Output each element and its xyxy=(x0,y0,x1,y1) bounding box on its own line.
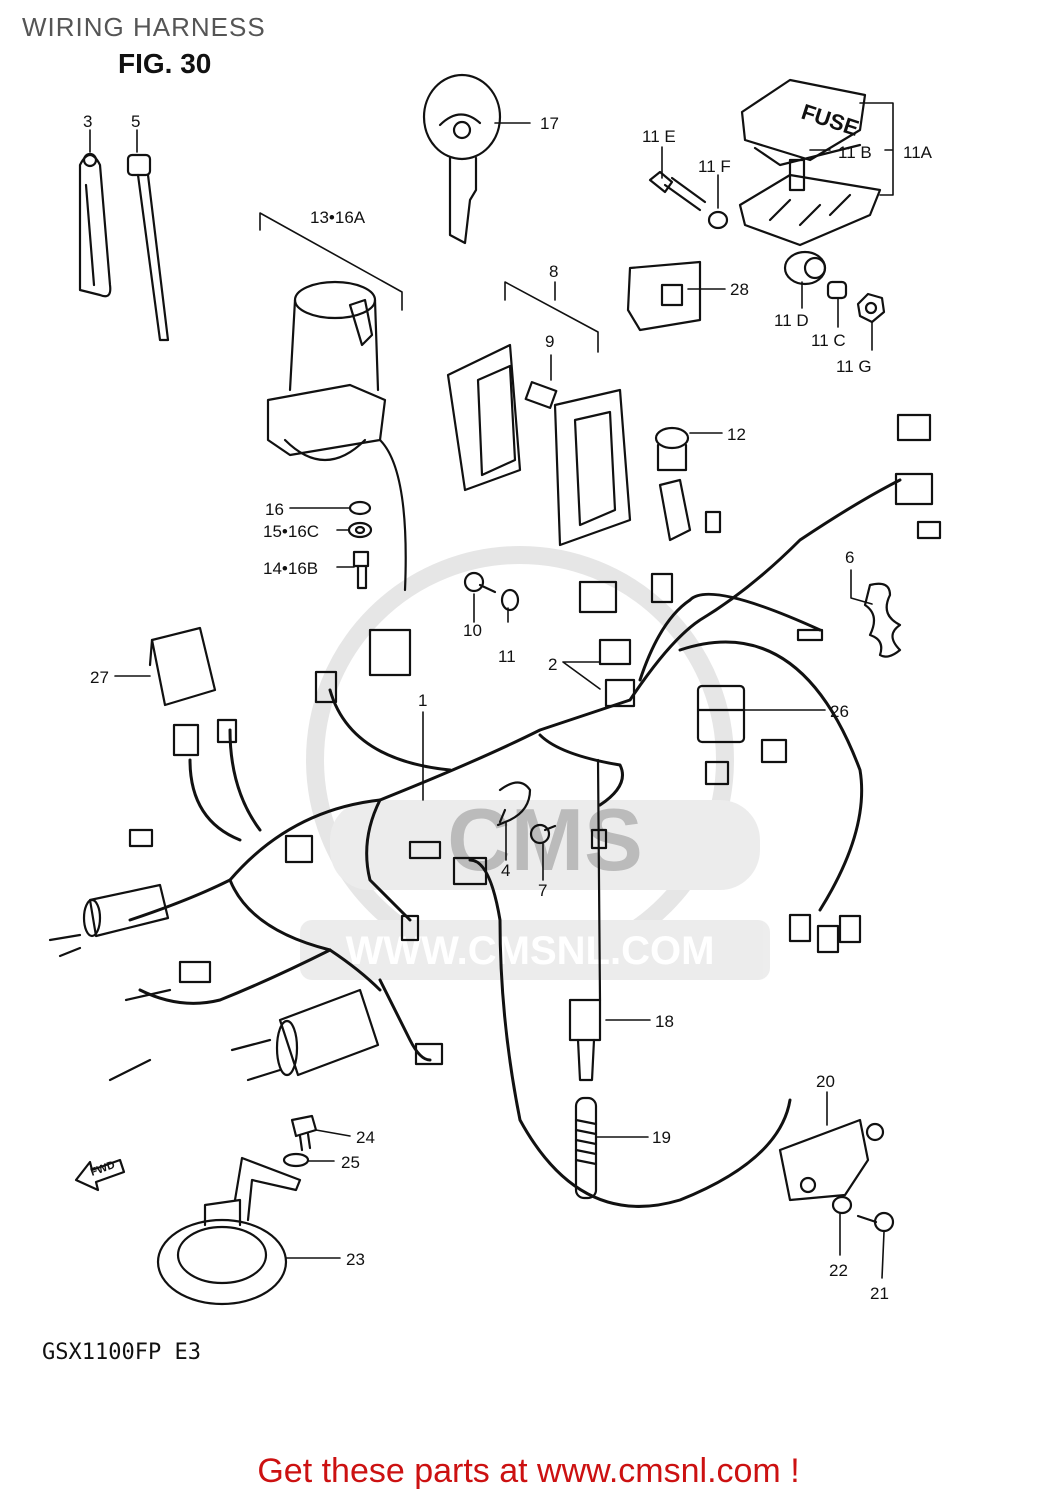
callout-16: 16 xyxy=(265,500,284,519)
leader-lines xyxy=(89,102,894,1279)
callout-25: 25 xyxy=(341,1153,360,1172)
harness-connectors xyxy=(128,413,942,1066)
part-19-spring[interactable] xyxy=(574,1096,598,1200)
part-15-washer[interactable] xyxy=(347,521,373,539)
callout-11c: 11 C xyxy=(811,331,846,350)
part-6-wire-clip[interactable] xyxy=(863,582,902,658)
part-14-screw[interactable] xyxy=(352,550,370,590)
part-25-washer[interactable] xyxy=(282,1152,310,1168)
callout-24: 24 xyxy=(356,1128,375,1147)
callout-11g: 11 G xyxy=(836,357,872,376)
part-11e-bolt[interactable] xyxy=(648,170,707,212)
callout-21: 21 xyxy=(870,1284,889,1303)
figure-number: FIG. 30 xyxy=(118,48,212,79)
callout-23: 23 xyxy=(346,1250,365,1269)
left-flasher-unit xyxy=(48,883,380,1082)
callout-9: 9 xyxy=(545,332,554,351)
part-12-switch[interactable] xyxy=(654,426,692,542)
part-2-connector[interactable] xyxy=(578,580,636,708)
callout-18: 18 xyxy=(655,1012,674,1031)
callout-11a: 11A xyxy=(903,143,933,162)
callout-28: 28 xyxy=(730,280,749,299)
callout-6: 6 xyxy=(845,548,854,567)
callout-8: 8 xyxy=(549,262,558,281)
callout-11f: 11 F xyxy=(698,157,731,176)
part-27-relay[interactable] xyxy=(148,626,217,707)
part-3-cable-strap[interactable] xyxy=(78,152,112,298)
watermark-url: WWW.CMSNL.COM xyxy=(346,929,715,973)
part-24-bolt[interactable] xyxy=(290,1114,318,1152)
part-22-washer[interactable] xyxy=(831,1195,853,1215)
part-8-igniter-cover[interactable] xyxy=(446,343,632,547)
fuse-lid-text: FUSE xyxy=(798,99,862,141)
callout-1: 1 xyxy=(418,691,427,710)
cmsnl-link[interactable]: Get these parts at www.cmsnl.com ! xyxy=(257,1452,800,1490)
callout-3: 3 xyxy=(83,112,92,131)
watermark-brand: CMS xyxy=(447,790,643,889)
part-11g-nut[interactable] xyxy=(856,292,886,324)
part-11d-grommet[interactable] xyxy=(783,250,827,286)
part-1-main-harness[interactable] xyxy=(128,478,902,1208)
callout-27: 27 xyxy=(90,668,109,687)
part-28-relay[interactable] xyxy=(626,260,702,332)
callout-7: 7 xyxy=(538,881,547,900)
part-9-fuse[interactable] xyxy=(524,380,558,410)
part-20-switch[interactable] xyxy=(778,1118,885,1202)
part-13-ignition-switch[interactable] xyxy=(266,280,412,677)
part-23-horn[interactable] xyxy=(156,1156,302,1306)
callout-5: 5 xyxy=(131,112,140,131)
part-16-washer[interactable] xyxy=(348,500,372,516)
part-26-relay[interactable] xyxy=(696,684,746,744)
part-11f-washer[interactable] xyxy=(707,210,729,230)
part-7-screw[interactable] xyxy=(529,823,557,845)
callout-11: 11 xyxy=(498,647,516,666)
forward-direction-arrow xyxy=(74,1158,126,1192)
part-18-switch[interactable] xyxy=(568,758,608,1082)
callout-20: 20 xyxy=(816,1072,835,1091)
callout-labels: 3 5 17 11 E 11 F 11 B 11A 13•16A 8 28 11… xyxy=(83,112,933,1303)
model-code: GSX1100FP E3 xyxy=(42,1340,201,1365)
callout-13-16a: 13•16A xyxy=(310,208,366,227)
part-11c-collar[interactable] xyxy=(826,280,848,300)
part-21-screw[interactable] xyxy=(856,1211,895,1233)
part-11a-fuse-box[interactable] xyxy=(738,78,882,247)
callout-11e: 11 E xyxy=(642,127,676,146)
callout-11d: 11 D xyxy=(774,311,809,330)
callout-11b: 11 B xyxy=(838,143,872,162)
page-title: WIRING HARNESS xyxy=(22,12,266,42)
callout-26: 26 xyxy=(830,702,849,721)
part-4-clamp[interactable] xyxy=(496,781,532,827)
part-11-washer[interactable] xyxy=(500,588,520,612)
part-17-key[interactable] xyxy=(422,73,502,245)
callout-15-16c: 15•16C xyxy=(263,522,319,541)
callout-22: 22 xyxy=(829,1261,848,1280)
part-10-screw[interactable] xyxy=(463,571,497,594)
part-5-clamp-band[interactable] xyxy=(126,153,170,342)
callout-2: 2 xyxy=(548,655,557,674)
callout-12: 12 xyxy=(727,425,746,444)
callout-14-16b: 14•16B xyxy=(263,559,318,578)
callout-19: 19 xyxy=(652,1128,671,1147)
callout-4: 4 xyxy=(501,861,510,880)
callout-17: 17 xyxy=(540,114,559,133)
callout-10: 10 xyxy=(463,621,482,640)
